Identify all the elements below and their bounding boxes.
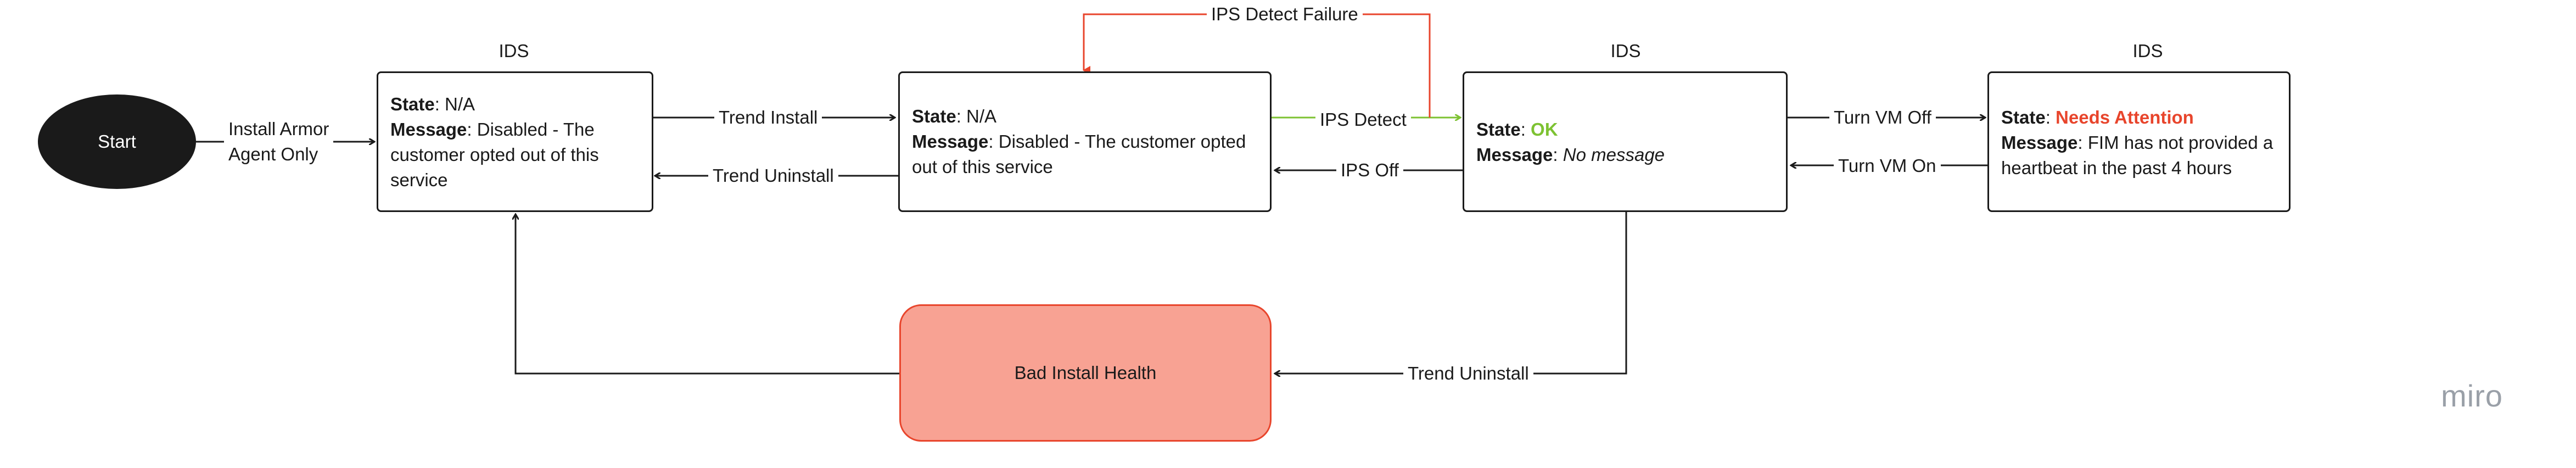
node-1-message-row: Message: Disabled - The customer opted o…	[390, 119, 599, 190]
node-1-state-row: State: N/A	[390, 94, 475, 114]
edge-label-ips-off: IPS Off	[1336, 159, 1403, 181]
node-4-message-row: Message: FIM has not provided a heartbea…	[2001, 132, 2273, 178]
state-key: State	[2001, 107, 2046, 127]
edge-label-trend-uninstall-bottom: Trend Uninstall	[1403, 363, 1533, 385]
node-3-message-row: Message: No message	[1476, 144, 1665, 165]
state-value: N/A	[966, 106, 997, 126]
edge-bad-to-box1	[516, 214, 899, 375]
state-key: State	[912, 106, 956, 126]
message-key: Message	[390, 119, 467, 140]
node-3-state-row: State: OK	[1476, 119, 1558, 140]
bad-install-health-node: Bad Install Health	[899, 304, 1272, 442]
edge-label-ips-detect-failure: IPS Detect Failure	[1207, 3, 1363, 25]
state-node-3: State: OK Message: No message	[1463, 71, 1788, 212]
node-2-state-row: State: N/A	[912, 106, 997, 126]
edge-label-ips-detect: IPS Detect	[1315, 109, 1411, 131]
start-node: Start	[38, 94, 196, 189]
node-2-message-row: Message: Disabled - The customer opted o…	[912, 131, 1246, 177]
miro-logo: miro	[2441, 378, 2503, 413]
message-key: Message	[2001, 132, 2078, 153]
edge-label-install-armor-line2: Agent Only	[228, 144, 318, 164]
edge-label-install-armor: Install Armor Agent Only	[224, 116, 334, 167]
node-3-title: IDS	[1610, 41, 1641, 61]
edge-label-trend-uninstall-top: Trend Uninstall	[708, 165, 838, 187]
edge-trend-uninstall-bottom	[1275, 211, 1627, 374]
message-value: FIM has not provided a heartbeat in the …	[2001, 132, 2273, 178]
state-value-ok: OK	[1531, 119, 1558, 140]
message-value: Disabled - The customer opted out of thi…	[912, 131, 1246, 177]
state-value: N/A	[445, 94, 475, 114]
state-node-4: State: Needs Attention Message: FIM has …	[1987, 71, 2291, 212]
start-label: Start	[98, 131, 136, 152]
node-1-title: IDS	[499, 41, 529, 61]
message-key: Message	[912, 131, 989, 152]
message-key: Message	[1476, 144, 1553, 165]
edge-label-turn-vm-on: Turn VM On	[1834, 155, 1941, 177]
bad-install-health-label: Bad Install Health	[1014, 363, 1157, 383]
state-key: State	[390, 94, 435, 114]
state-value-needs-attention: Needs Attention	[2056, 107, 2194, 127]
message-value: Disabled - The customer opted out of thi…	[390, 119, 599, 190]
state-key: State	[1476, 119, 1521, 140]
node-4-state-row: State: Needs Attention	[2001, 107, 2194, 127]
state-node-1: State: N/A Message: Disabled - The custo…	[377, 71, 653, 212]
state-node-2: State: N/A Message: Disabled - The custo…	[898, 71, 1272, 212]
edge-label-turn-vm-off: Turn VM Off	[1829, 107, 1936, 129]
message-value: No message	[1563, 144, 1665, 165]
node-4-title: IDS	[2132, 41, 2163, 61]
edge-label-install-armor-line1: Install Armor	[228, 119, 329, 139]
edge-label-trend-install: Trend Install	[714, 107, 822, 129]
